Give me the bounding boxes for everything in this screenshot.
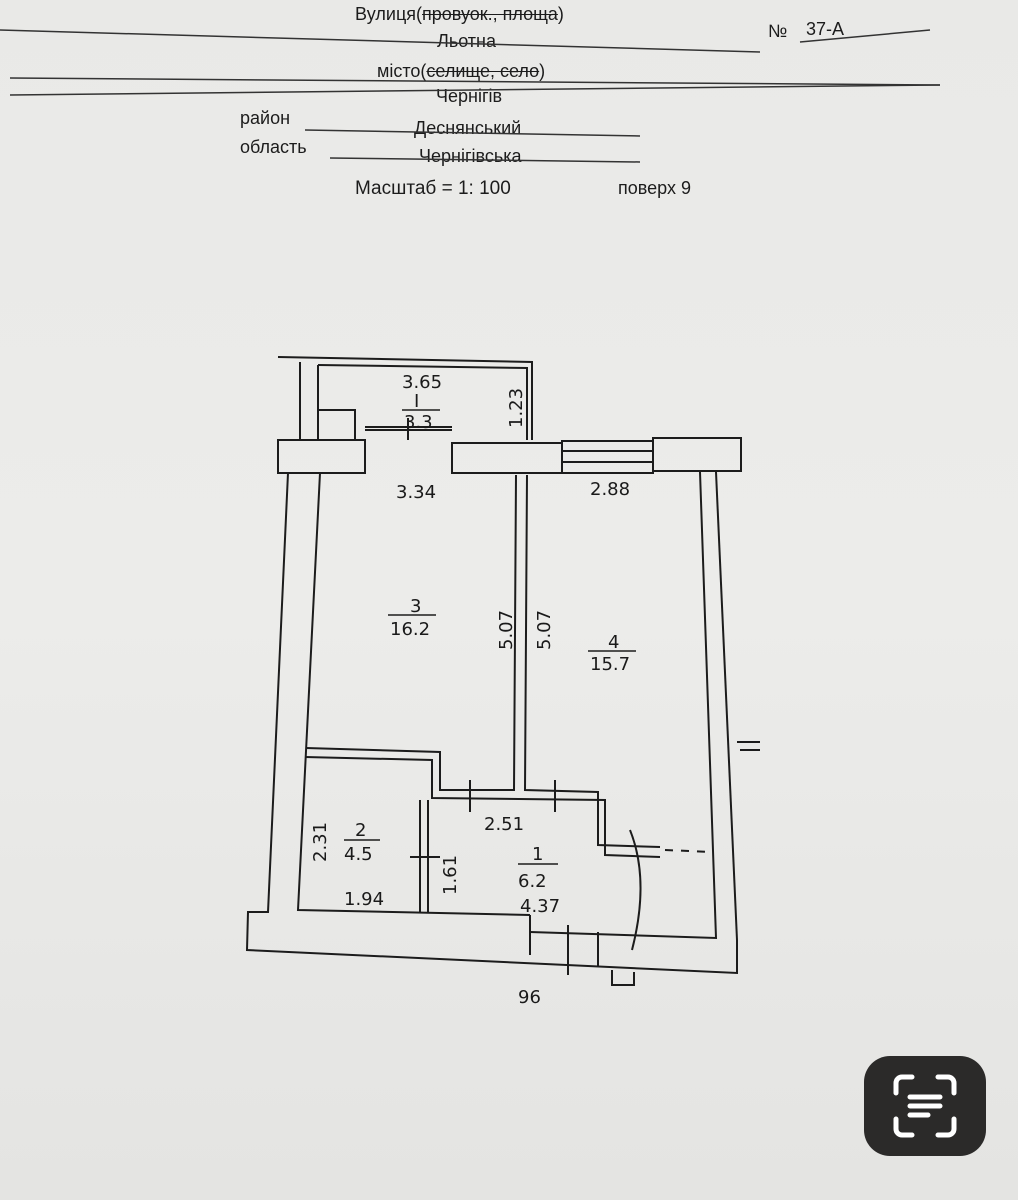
- room2-number: 2: [355, 820, 366, 841]
- street-label: Вулиця(провуок., площа): [355, 4, 564, 25]
- balcony-number: I: [414, 391, 419, 412]
- room3-number: 3: [410, 596, 421, 617]
- room4-number: 4: [608, 632, 619, 653]
- balcony-width: 3.65: [402, 372, 442, 393]
- room2-area: 4.5: [344, 844, 373, 865]
- street-struck-text: провуок., площа: [422, 4, 558, 24]
- district-label: район: [240, 108, 291, 128]
- floor-text: поверх 9: [618, 178, 691, 198]
- room4-length: 5.07: [534, 610, 555, 650]
- room1-width: 2.51: [484, 814, 524, 835]
- number-value: 37-А: [806, 19, 845, 39]
- outer-walls: [245, 471, 760, 986]
- room1-number: 1: [532, 844, 543, 865]
- street-label-text: Вулиця(: [355, 4, 423, 24]
- room2-width: 1.94: [344, 889, 384, 910]
- city-value: Чернігів: [436, 86, 503, 106]
- city-label-text: місто(: [377, 61, 427, 81]
- street-close: ): [557, 4, 564, 24]
- room1-area: 6.2: [518, 871, 547, 892]
- city-label: місто(селище, село): [377, 61, 545, 82]
- room4-area: 15.7: [590, 654, 630, 675]
- form-lines: [0, 29, 941, 163]
- balcony-depth: 1.23: [506, 388, 527, 428]
- room2-length: 2.31: [310, 822, 331, 862]
- number-label: №: [768, 21, 788, 41]
- balcony-area: 3.3: [404, 412, 433, 433]
- room3-area: 16.2: [390, 619, 430, 640]
- room4-width: 2.88: [590, 479, 630, 500]
- scale-text: Масштаб = 1: 100: [355, 178, 511, 199]
- balcony-walls: [277, 356, 533, 440]
- top-wall: [277, 418, 742, 474]
- room3-length: 5.07: [496, 610, 517, 650]
- scan-text-icon[interactable]: [864, 1056, 986, 1156]
- city-struck-text: селище, село: [426, 61, 540, 81]
- room3-width: 3.34: [396, 482, 436, 503]
- street-value: Льотна: [437, 31, 497, 51]
- door-width: 96: [518, 987, 541, 1008]
- room1-length: 4.37: [520, 896, 560, 917]
- region-value: Чернігівська: [419, 146, 522, 166]
- partitions: [304, 474, 713, 951]
- room1-depth: 1.61: [440, 855, 461, 895]
- city-close: ): [539, 61, 546, 81]
- region-label: область: [240, 137, 307, 157]
